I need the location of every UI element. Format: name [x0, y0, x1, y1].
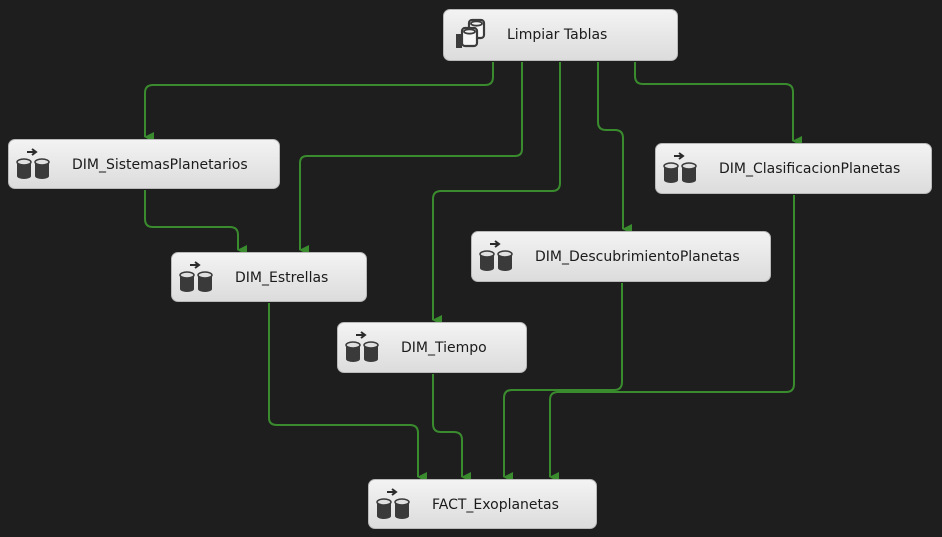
data-flow-icon: [16, 148, 50, 179]
data-flow-icon: [179, 261, 213, 292]
data-flow-icon: [376, 488, 410, 519]
data-flow-icon: [479, 240, 513, 271]
execute-sql-icon: [456, 18, 486, 48]
data-flow-icon: [663, 152, 697, 183]
task-dim-clasificacion-planetas[interactable]: DIM_ClasificacionPlanetas: [655, 143, 932, 194]
precedence-arrow-limpiar-to-clasificacion[interactable]: [634, 62, 802, 146]
task-limpiar-tablas[interactable]: Limpiar Tablas: [443, 9, 678, 61]
precedence-arrow-sistemas-to-estrellas[interactable]: [144, 190, 247, 255]
task-label: Limpiar Tablas: [507, 27, 608, 43]
task-dim-sistemas-planetarios[interactable]: DIM_SistemasPlanetarios: [8, 139, 280, 189]
precedence-arrow-limpiar-to-sistemas[interactable]: [144, 62, 494, 142]
precedence-arrow-estrellas-to-fact[interactable]: [268, 303, 427, 482]
precedence-arrow-clasificacion-to-fact[interactable]: [549, 195, 795, 482]
task-label: DIM_ClasificacionPlanetas: [719, 161, 901, 177]
task-label: FACT_Exoplanetas: [432, 497, 559, 513]
task-dim-estrellas[interactable]: DIM_Estrellas: [171, 252, 367, 302]
task-label: DIM_Tiempo: [401, 340, 487, 356]
task-dim-descubrimiento-planetas[interactable]: DIM_DescubrimientoPlanetas: [471, 231, 771, 282]
data-flow-icon: [345, 331, 379, 362]
task-label: DIM_SistemasPlanetarios: [72, 157, 248, 173]
task-fact-exoplanetas[interactable]: FACT_Exoplanetas: [368, 479, 597, 529]
task-label: DIM_DescubrimientoPlanetas: [535, 249, 740, 265]
precedence-arrow-tiempo-to-fact[interactable]: [432, 374, 471, 482]
precedence-arrow-descubrimiento-to-fact[interactable]: [503, 283, 623, 482]
task-label: DIM_Estrellas: [235, 270, 329, 286]
precedence-arrow-limpiar-to-descubrimiento[interactable]: [597, 62, 632, 234]
task-dim-tiempo[interactable]: DIM_Tiempo: [337, 322, 527, 373]
precedence-arrow-limpiar-to-estrellas[interactable]: [299, 62, 523, 255]
precedence-arrow-limpiar-to-tiempo[interactable]: [432, 62, 561, 325]
